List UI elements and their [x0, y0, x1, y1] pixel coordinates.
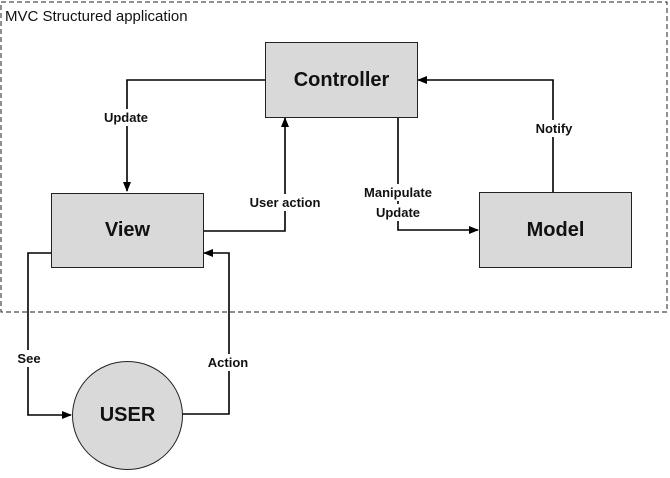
label-action: Action — [204, 354, 252, 371]
view-node: View — [51, 193, 204, 268]
boundary-title: MVC Structured application — [5, 8, 188, 25]
label-see: See — [14, 350, 44, 367]
application-boundary — [0, 1, 668, 313]
label-user-action: User action — [243, 194, 327, 211]
edge-user-to-view — [182, 249, 230, 415]
edge-view-to-user — [27, 252, 72, 419]
edge-view-to-controller — [203, 117, 289, 232]
edge-model-to-controller — [417, 76, 554, 192]
label-notify: Notify — [531, 120, 577, 137]
model-node: Model — [479, 192, 632, 268]
user-node: USER — [72, 361, 183, 470]
label-update: Update — [99, 109, 153, 126]
label-manipulate-update: Update — [369, 204, 427, 221]
controller-node: Controller — [265, 42, 418, 118]
edge-controller-to-model — [397, 118, 479, 234]
edge-controller-to-view — [123, 79, 265, 192]
label-manipulate: Manipulate — [357, 184, 439, 201]
